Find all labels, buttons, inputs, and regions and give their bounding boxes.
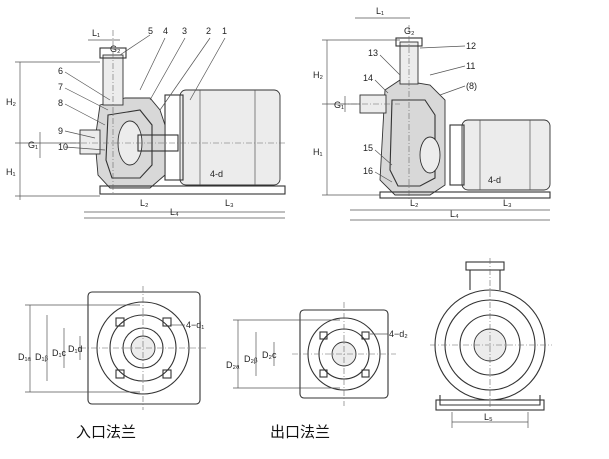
dim-D2c: D₂c <box>262 350 277 360</box>
view2-labels: L₁ G₂ H₂ H₁ G₁ L₂ L₄ L₃ 4-d 13 12 11 (8)… <box>313 6 512 219</box>
dim-G2: G₂ <box>110 44 121 54</box>
part-2: 2 <box>206 26 211 36</box>
dim-L3: L₃ <box>503 198 512 208</box>
part-10: 10 <box>58 142 68 152</box>
dim-4-d2: 4−d₂ <box>389 329 408 339</box>
dim-L4: L₄ <box>450 209 459 219</box>
dim-L2: L₂ <box>140 198 149 208</box>
dim-4-d: 4-d <box>210 169 223 179</box>
dim-D1a: D₁ₐ <box>18 352 32 362</box>
dim-4-d: 4-d <box>488 175 501 185</box>
pump-side-section-view <box>70 30 286 195</box>
end-view-labels: L₅ <box>484 412 493 422</box>
part-16: 16 <box>363 166 373 176</box>
dim-G2: G₂ <box>404 26 415 36</box>
dim-D1c: D₁c <box>52 348 67 358</box>
part-4: 4 <box>163 26 168 36</box>
dim-D1b: D₁ᵦ <box>35 352 49 362</box>
dim-H2: H₂ <box>6 97 16 107</box>
dim-L1: L₁ <box>376 6 384 16</box>
dim-H1: H₁ <box>313 147 323 157</box>
part-11: 11 <box>466 61 475 71</box>
inlet-flange-caption: 入口法兰 <box>76 423 136 441</box>
outlet-flange-caption: 出口法兰 <box>270 423 330 441</box>
part-8: 8 <box>58 98 63 108</box>
dim-D1d: D₁d <box>68 344 83 354</box>
dim-L5: L₅ <box>484 412 493 422</box>
pump-end-view <box>430 258 552 428</box>
part-3: 3 <box>182 26 187 36</box>
dim-D2b: D₂ᵦ <box>244 354 258 364</box>
part-12: 12 <box>466 41 476 51</box>
part-9: 9 <box>58 126 63 136</box>
dim-4-d1: 4−d₁ <box>186 320 204 330</box>
dim-G1: G₁ <box>334 100 344 110</box>
view2-dimension-lines <box>322 17 550 221</box>
dim-L1: L₁ <box>92 28 100 38</box>
dim-L2: L₂ <box>410 198 419 208</box>
outlet-flange-view <box>233 302 396 406</box>
view1-dimension-lines <box>15 34 285 219</box>
inlet-flange-labels: D₁ₐ D₁ᵦ D₁c D₁d 4−d₁ 入口法兰 <box>18 320 204 441</box>
part-14: 14 <box>363 73 373 83</box>
part-6: 6 <box>58 66 63 76</box>
outlet-flange-labels: D₂ₐ D₂ᵦ D₂c 4−d₂ 出口法兰 <box>226 329 408 441</box>
dim-D2a: D₂ₐ <box>226 360 240 370</box>
part-15: 15 <box>363 143 373 153</box>
view1-labels: L₁ G₂ H₂ H₁ G₁ L₂ L₄ L₃ 4-d 5 4 3 2 1 6 … <box>6 26 234 217</box>
part-13: 13 <box>368 48 378 58</box>
dim-H1: H₁ <box>6 167 16 177</box>
inlet-flange-view <box>25 286 206 410</box>
dim-L4: L₄ <box>170 207 179 217</box>
part-7: 7 <box>58 82 63 92</box>
part-1: 1 <box>222 26 227 36</box>
dim-G1: G₁ <box>28 140 38 150</box>
dim-L3: L₃ <box>225 198 234 208</box>
part-8-ref: (8) <box>466 81 477 91</box>
dim-H2: H₂ <box>313 70 323 80</box>
part-5: 5 <box>148 26 153 36</box>
